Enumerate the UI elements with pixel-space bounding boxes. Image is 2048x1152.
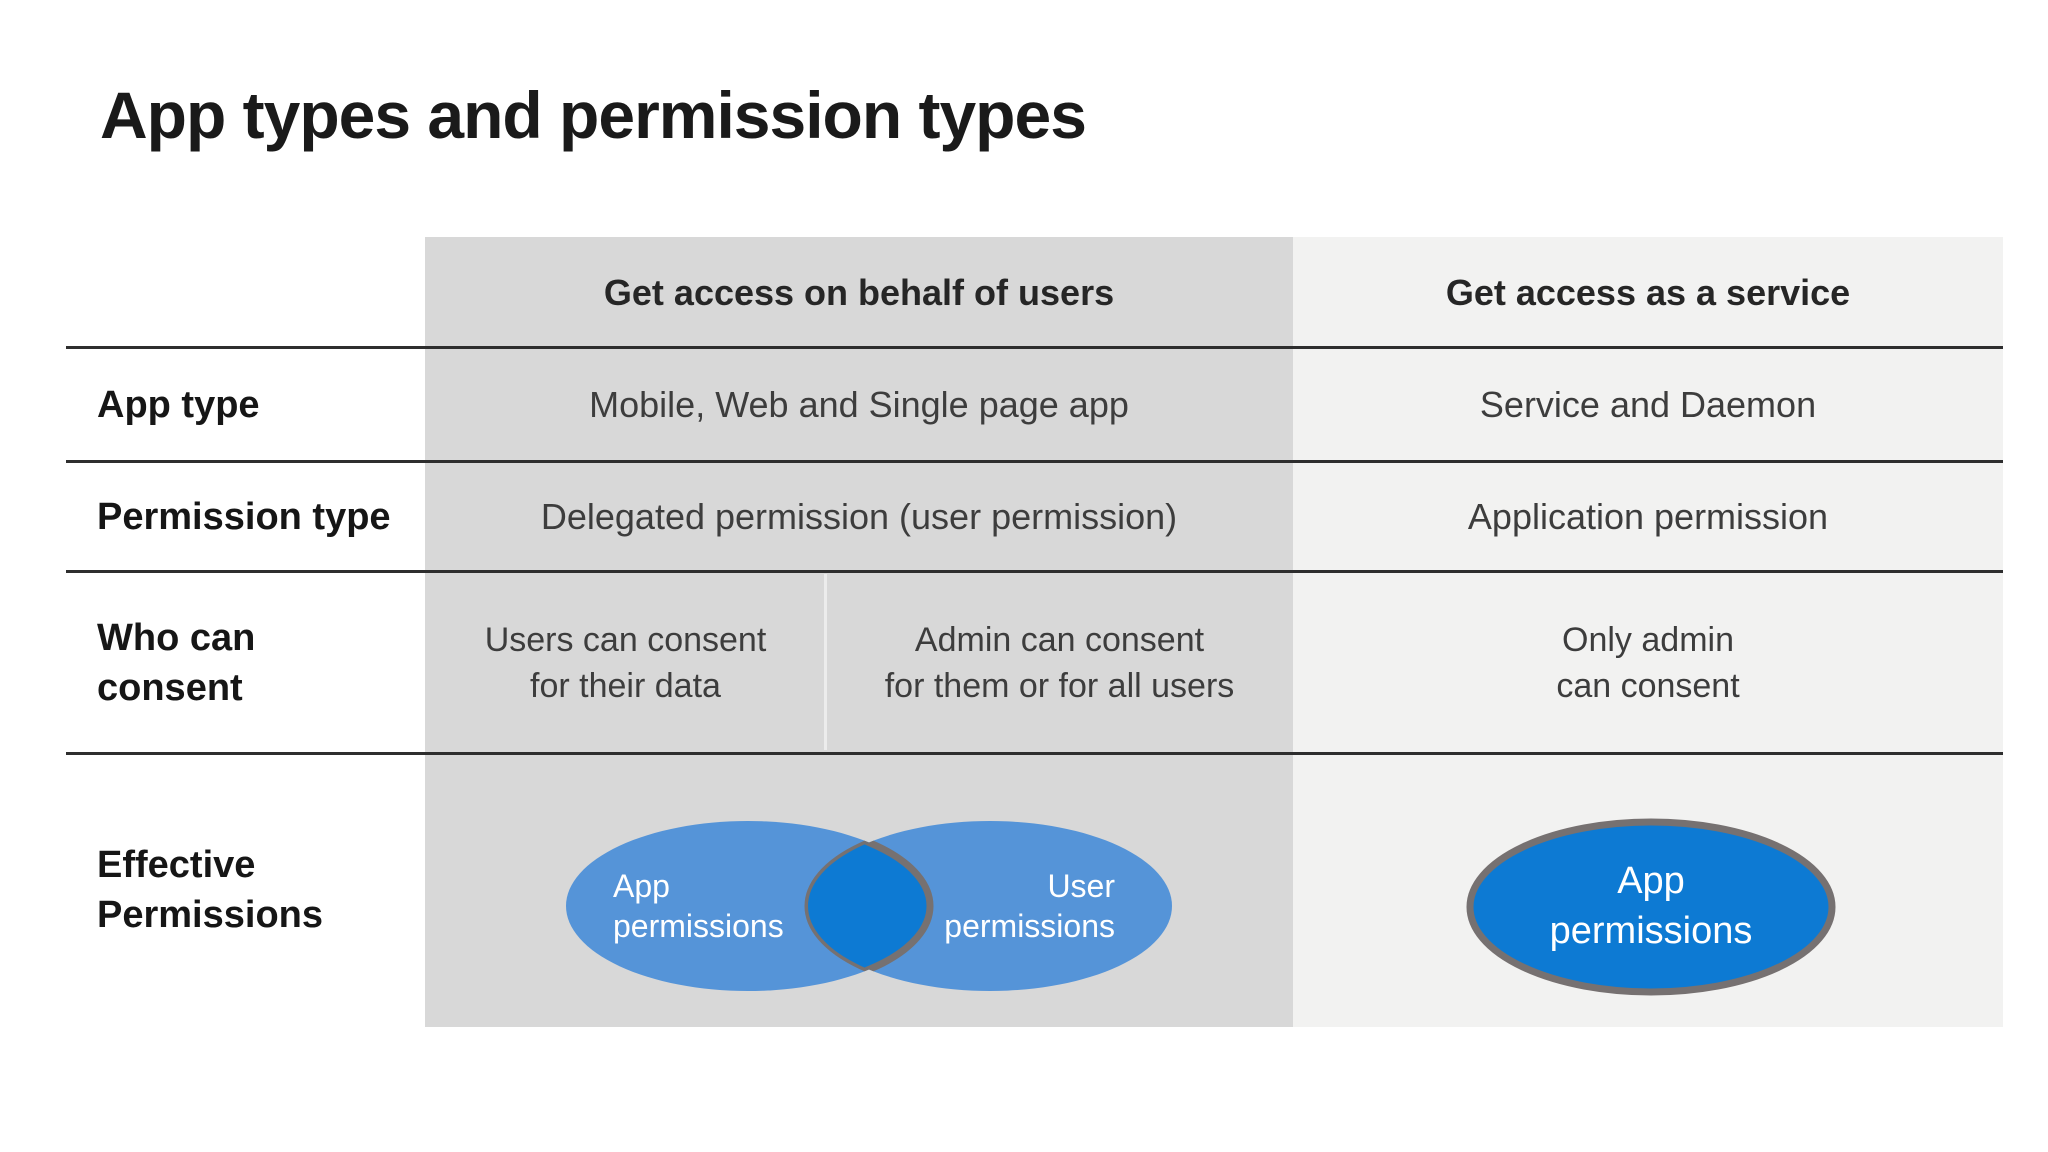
venn-left-label: App permissions (613, 866, 843, 946)
row-divider-line-1 (66, 346, 2003, 349)
cell-app-type-as-a-service: Service and Daemon (1479, 384, 1817, 425)
venn-left-label-line2: permissions (613, 908, 784, 944)
column-header-as-a-service: Get access as a service (1445, 271, 1851, 313)
page-title: App types and permission types (100, 78, 1087, 152)
cell-consent-service-line2: can consent (1556, 666, 1740, 705)
row-label-who-can-consent-line2: consent (97, 666, 243, 709)
cell-permission-type-as-a-service: Application permission (1467, 496, 1829, 537)
column-header-behalf-of-users: Get access on behalf of users (603, 271, 1115, 313)
venn-diagram (566, 821, 1172, 991)
service-ellipse-label-line1: App (1617, 860, 1685, 902)
cell-consent-users-line2: for their data (530, 666, 721, 705)
row-label-effective-permissions-line1: Effective (97, 844, 256, 886)
cell-consent-service: Only admin can consent (1293, 572, 2003, 753)
service-permissions-ellipse (1466, 818, 1836, 996)
row-label-permission-type: Permission type (97, 462, 427, 572)
row-divider-line-3 (66, 570, 2003, 573)
row-divider-line-2 (66, 460, 2003, 463)
service-ellipse-shape (1466, 818, 1836, 996)
venn-left-label-line1: App (613, 868, 670, 904)
row-label-effective-permissions: Effective Permissions (97, 753, 427, 1027)
cell-consent-admin: Admin can consent for them or for all us… (826, 572, 1293, 753)
venn-right-label: User permissions (855, 866, 1115, 946)
consent-cell-sub-divider (824, 574, 827, 750)
cell-consent-users-line1: Users can consent (484, 620, 767, 659)
cell-consent-service-line1: Only admin (1562, 620, 1734, 659)
cell-consent-admin-line2: for them or for all users (884, 666, 1235, 705)
row-label-permission-type-text: Permission type (97, 496, 391, 538)
row-label-app-type-text: App type (97, 384, 260, 426)
cell-consent-admin-line1: Admin can consent (914, 620, 1205, 659)
row-label-who-can-consent: Who can consent (97, 572, 427, 753)
row-divider-line-4 (66, 752, 2003, 755)
venn-right-label-line1: User (1047, 868, 1115, 904)
service-ellipse-label-line2: permissions (1549, 910, 1753, 952)
venn-overlap-right-arc (808, 821, 934, 991)
venn-right-label-line2: permissions (944, 908, 1115, 944)
row-label-effective-permissions-line2: Permissions (97, 894, 323, 936)
row-label-app-type: App type (97, 348, 427, 462)
cell-app-type-behalf-of-users: Mobile, Web and Single page app (589, 384, 1129, 425)
cell-permission-type-behalf-of-users: Delegated permission (user permission) (540, 496, 1178, 537)
service-ellipse-label: App permissions (1481, 856, 1821, 956)
cell-consent-users: Users can consent for their data (425, 572, 826, 753)
row-label-who-can-consent-line1: Who can (97, 616, 256, 659)
